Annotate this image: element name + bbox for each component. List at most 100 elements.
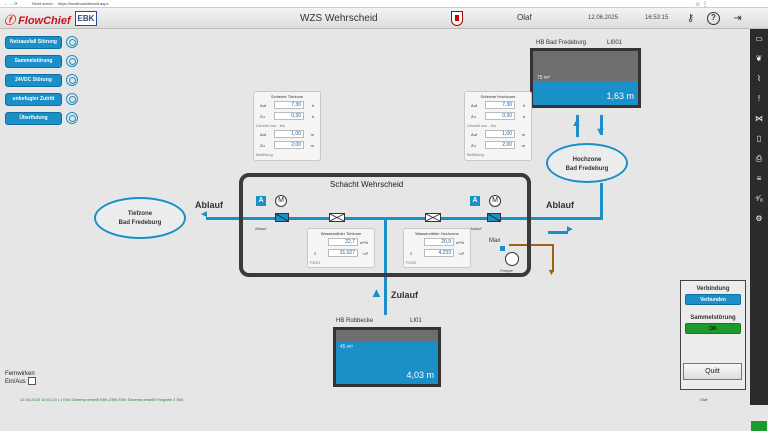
- setpoint-input[interactable]: 7,30: [485, 101, 515, 109]
- tank-robbecke-volume: 45 m³: [340, 344, 353, 350]
- ebk-logo: EBK: [75, 11, 97, 26]
- header-date: 12.06.2025: [588, 15, 619, 21]
- motor-left-icon[interactable]: M: [275, 195, 287, 207]
- status-footer: 12.06.2025 16:51:23 | 1 Ebk Schema erste…: [0, 395, 750, 405]
- auto-mode-badge-left[interactable]: A: [256, 196, 266, 206]
- fernwirken-label: Fernwirken Ein/Aus: [5, 370, 35, 386]
- ablauf-right-label: Ablauf: [546, 200, 574, 210]
- overflow-pipe: [509, 244, 554, 246]
- settings-icon[interactable]: ⚙: [755, 214, 763, 223]
- setpoint-input[interactable]: 1,00: [274, 130, 304, 138]
- panel-title: Wasserzähler Hochzone: [415, 231, 459, 236]
- browser-nav-icons[interactable]: ← → ⟳: [4, 1, 18, 6]
- help-icon[interactable]: ?: [707, 12, 720, 25]
- tank-fredeburg-name: HB Bad Fredeburg: [536, 40, 587, 46]
- ablauf-left-label: Ablauf: [195, 200, 223, 210]
- alarm-button-sammelstoerung[interactable]: Sammelstörung: [5, 55, 62, 68]
- logout-icon[interactable]: ⇥: [733, 13, 742, 24]
- tank-robbecke-level: 4,03 m: [406, 370, 434, 380]
- flow-meter-right[interactable]: [425, 213, 441, 222]
- zone-tiefzone-location: Bad Fredeburg: [118, 220, 162, 226]
- alarm-button-netzausfall[interactable]: Netzausfall Störung: [5, 36, 62, 49]
- panel-tag: FI001: [310, 260, 321, 265]
- flowchief-logo: ⓕ FlowChief: [4, 15, 71, 27]
- alarm-led-netzausfall: [66, 36, 78, 48]
- zone-tiefzone[interactable]: Tiefzone Bad Fredeburg: [94, 197, 186, 239]
- zone-hochzone-name: Hochzone: [572, 157, 602, 163]
- zone-hochzone[interactable]: Hochzone Bad Fredeburg: [546, 143, 628, 183]
- fredeburg-down-pipe: [600, 115, 603, 135]
- setpoint-input[interactable]: 2,00: [274, 141, 304, 149]
- outlet-right-arrow-icon: ►: [565, 224, 575, 235]
- fernwirken-checkbox[interactable]: [28, 377, 36, 385]
- print-icon[interactable]: ⎙: [755, 154, 763, 163]
- pump-icon[interactable]: [505, 252, 519, 266]
- browser-bar: ← → ⟳ Nicht sicher https://localhost/def…: [0, 0, 768, 8]
- valve-left-tag: Ablauf: [255, 226, 267, 231]
- max-sensor-icon: [500, 246, 505, 251]
- valve-left[interactable]: [275, 213, 289, 222]
- zone-tiefzone-name: Tiefzone: [127, 211, 153, 217]
- motor-right-icon[interactable]: M: [489, 195, 501, 207]
- valve-right-tag: Ablauf: [470, 226, 482, 231]
- auto-mode-badge-right[interactable]: A: [470, 196, 480, 206]
- valve-right[interactable]: [487, 213, 501, 222]
- alarm-button-ueberflutung[interactable]: Überflutung: [5, 112, 62, 125]
- panel-subtitle: Befüllung: [256, 152, 273, 157]
- setpoint-input[interactable]: 7,30: [274, 101, 304, 109]
- setpoint-input[interactable]: 0,30: [274, 112, 304, 120]
- panel-subtitle: Befüllung: [467, 152, 484, 157]
- chart-icon[interactable]: ⌇: [757, 74, 761, 83]
- setpoint-input[interactable]: 2,00: [485, 141, 515, 149]
- document-icon[interactable]: ▯: [756, 134, 762, 143]
- tank-fredeburg-water: [533, 80, 638, 105]
- header-time: 16:53:15: [645, 15, 669, 21]
- list-icon[interactable]: ≡: [756, 174, 762, 183]
- down-arrow-icon: ▼: [595, 126, 606, 138]
- right-sidebar: ▭ ❦ ⌇ ! ⋈ ▯ ⎙ ≡ ⁴⁄₈ ⚙: [750, 29, 768, 431]
- zulauf-label: Zulauf: [391, 290, 418, 300]
- panel-subtitle: Uhrzeit von - bis: [467, 123, 496, 128]
- sammelstoerung-status: OK: [685, 323, 741, 334]
- alarm-led-zutritt: [66, 93, 78, 105]
- flow-meter-left[interactable]: [329, 213, 345, 222]
- zulauf-pipe: [384, 217, 387, 315]
- fredeburg-up-pipe: [576, 115, 579, 137]
- quitt-button[interactable]: Quitt: [683, 363, 742, 380]
- setpoint-input[interactable]: 1,00: [485, 130, 515, 138]
- up-arrow-icon: ▲: [571, 117, 582, 129]
- alarm-button-zutritt[interactable]: unbefugter Zutritt: [5, 93, 62, 106]
- footer-log: 12.06.2025 16:51:23 | 1 Ebk Schema erste…: [20, 397, 184, 402]
- browser-extra-icons[interactable]: ☆ ⋮: [695, 2, 709, 8]
- ablauf-left-arrow-icon: ◄: [199, 209, 209, 220]
- alarm-button-24vdc[interactable]: 24VDC Störung: [5, 74, 62, 87]
- network-icon[interactable]: ⋈: [755, 114, 763, 123]
- verbindung-title: Verbindung: [696, 286, 730, 292]
- setpoint-input[interactable]: 0,30: [485, 112, 515, 120]
- tank-fredeburg[interactable]: 75 m³ 1,63 m: [530, 48, 641, 108]
- url-field[interactable]: https://localhost/default.aspx: [58, 1, 109, 6]
- key-icon[interactable]: ⚷: [686, 13, 695, 24]
- phase-icon[interactable]: ⁴⁄₈: [754, 194, 764, 203]
- leaf-icon[interactable]: ❦: [755, 54, 763, 63]
- schacht-title: Schacht Wehrscheid: [330, 180, 404, 189]
- verbindung-status: Verbunden: [685, 294, 741, 305]
- municipal-crest-icon: [451, 11, 463, 26]
- monitor-icon[interactable]: ▭: [755, 34, 763, 43]
- current-user: Olaf: [517, 13, 532, 22]
- alarm-list-icon[interactable]: !: [757, 94, 761, 103]
- flow-value: 20,9: [424, 238, 454, 246]
- tank-robbecke[interactable]: 45 m³ 4,03 m: [333, 327, 441, 387]
